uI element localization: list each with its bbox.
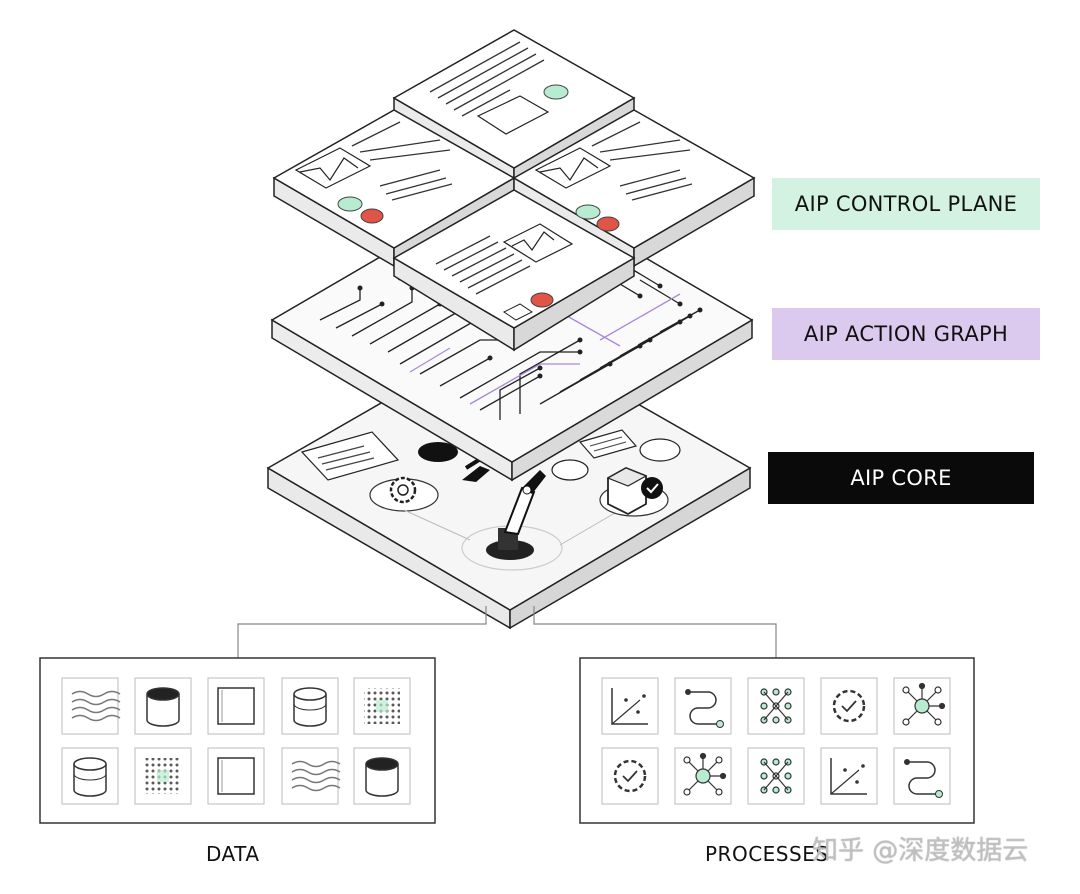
data-caption: DATA: [206, 842, 260, 866]
database-dark-icon: [146, 687, 180, 727]
data-box: [39, 657, 436, 824]
control-plane-label: AIP CONTROL PLANE: [772, 178, 1040, 230]
control-card-top: [392, 29, 636, 188]
hub-network-icon: [902, 682, 946, 726]
database-icon: [293, 687, 327, 727]
dot-grid-icon: [145, 758, 181, 794]
document-frame-icon: [217, 687, 255, 725]
scatter-chart-icon: [611, 688, 648, 725]
path-icon: [904, 759, 943, 798]
scatter-chart-icon: [830, 758, 867, 795]
gear-check-icon: [613, 759, 647, 793]
document-frame-icon: [217, 757, 255, 795]
network-grid-icon: [760, 688, 792, 724]
database-dark-icon: [365, 757, 399, 797]
processes-box: [579, 657, 975, 824]
connector-lines: [237, 606, 777, 658]
network-grid-icon: [760, 758, 792, 794]
robot-arm-icon: [486, 470, 546, 560]
circuit-traces-purple: [409, 293, 681, 405]
processes-caption: PROCESSES: [705, 842, 829, 866]
database-icon: [73, 757, 107, 797]
waves-icon: [71, 690, 121, 722]
core-label: AIP CORE: [768, 452, 1034, 504]
path-icon: [685, 689, 724, 728]
gear-icon: [389, 476, 417, 504]
watermark: 知乎 @深度数据云: [812, 836, 1029, 866]
waves-icon: [291, 760, 341, 792]
dot-grid-icon: [364, 688, 400, 724]
control-plane-layer: [272, 29, 756, 352]
hub-network-icon: [683, 752, 727, 796]
control-card-bottom: [392, 189, 636, 352]
core-black-node: [418, 442, 458, 462]
action-graph-label: AIP ACTION GRAPH: [772, 308, 1040, 360]
gear-check-icon: [832, 689, 866, 723]
package-check-icon: [606, 467, 663, 516]
